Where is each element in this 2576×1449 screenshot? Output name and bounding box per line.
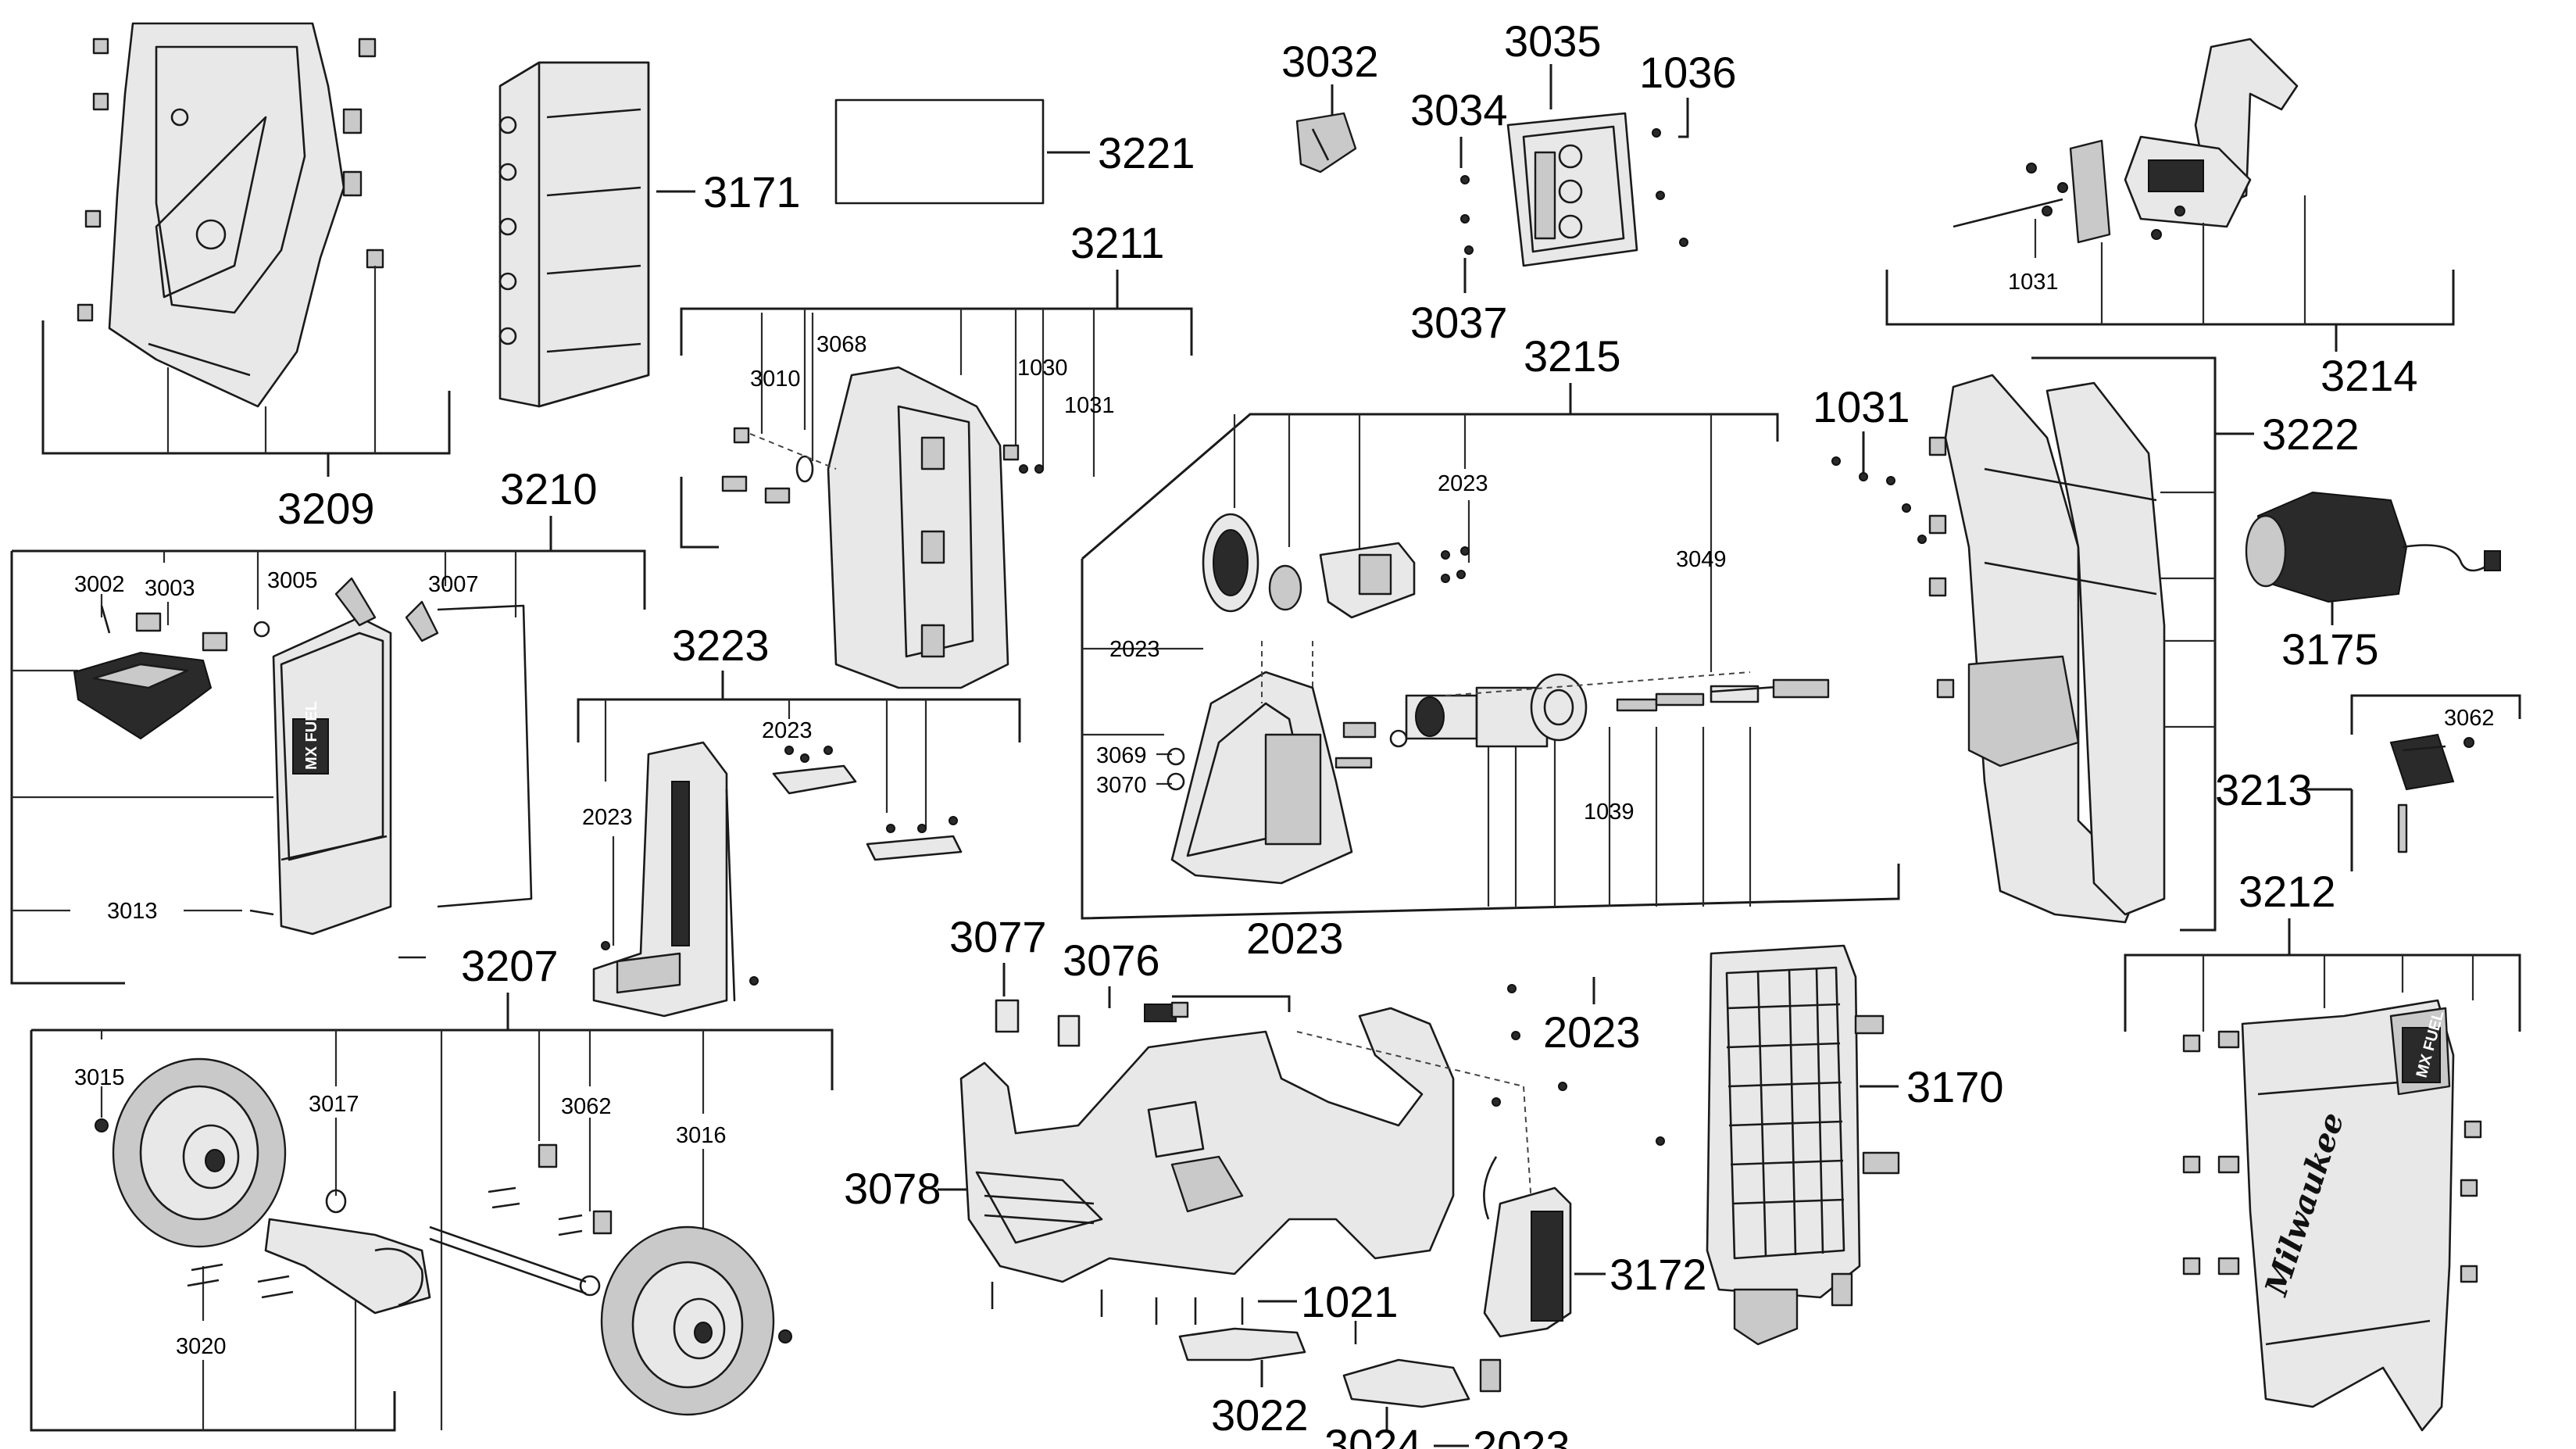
- label-3171: 3171: [703, 167, 801, 216]
- label-3062-b: 3062: [561, 1094, 612, 1119]
- label-3209: 3209: [277, 484, 375, 533]
- label-3077: 3077: [949, 912, 1047, 961]
- label-3002: 3002: [74, 572, 125, 597]
- part-3077-pads: [995, 999, 1081, 1047]
- leader-3212: [2124, 918, 2521, 1032]
- part-3172-duct: [1483, 1156, 1572, 1338]
- label-1021: 1021: [1301, 1277, 1399, 1326]
- label-3211: 3211: [1070, 218, 1164, 267]
- label-3017: 3017: [309, 1092, 359, 1117]
- part-3214-control-assembly: [1953, 38, 2299, 244]
- part-3213-latch: [2389, 733, 2474, 853]
- label-3214: 3214: [2321, 351, 2418, 400]
- leader-3209: [41, 266, 451, 477]
- part-3035-switch-box: [1460, 112, 1688, 267]
- label-3020: 3020: [176, 1334, 227, 1359]
- part-3024-plate: [1342, 1358, 1502, 1408]
- label-3022: 3022: [1211, 1390, 1309, 1440]
- leader-3214: [1885, 195, 2455, 352]
- part-3032-bracket: [1295, 112, 1357, 174]
- label-2023-a: 2023: [1438, 471, 1488, 496]
- part-3221-label: [834, 98, 1045, 205]
- label-3016: 3016: [676, 1123, 727, 1148]
- label-3222: 3222: [2262, 410, 2360, 459]
- badge-3210-mx-fuel: MX FUEL: [303, 701, 320, 770]
- leader-3222: [2031, 356, 2254, 932]
- label-3172: 3172: [1610, 1250, 1707, 1299]
- label-1030: 1030: [1017, 356, 1068, 381]
- label-2023-g: 2023: [1473, 1422, 1570, 1449]
- part-3170-radiator: [1706, 944, 1900, 1346]
- part-3078-base-frame: [959, 984, 1665, 1344]
- part-3209-housing-panel: [77, 22, 384, 408]
- label-3076: 3076: [1063, 936, 1160, 985]
- label-3007: 3007: [428, 572, 479, 597]
- leader-3215: [1081, 383, 1900, 920]
- label-3175: 3175: [2281, 624, 2379, 674]
- leader-3211: [680, 270, 1193, 549]
- label-3024: 3024: [1324, 1420, 1422, 1449]
- part-3223-bracket: [592, 741, 963, 1018]
- label-2023-e: 2023: [1246, 914, 1344, 963]
- label-3037: 3037: [1410, 298, 1508, 347]
- label-1031-b: 1031: [1064, 393, 1115, 418]
- part-3210-front-panel: [73, 577, 533, 959]
- label-3070: 3070: [1096, 773, 1147, 798]
- label-3015: 3015: [74, 1065, 125, 1090]
- label-3005: 3005: [267, 568, 318, 593]
- leader-3223: [577, 671, 1021, 946]
- leader-3210: [10, 516, 646, 985]
- label-3210: 3210: [500, 464, 598, 513]
- label-2023-d: 2023: [582, 805, 633, 830]
- label-3213: 3213: [2215, 765, 2313, 814]
- part-3175-motor: [2245, 491, 2501, 603]
- label-3003: 3003: [145, 576, 195, 601]
- label-3049: 3049: [1676, 547, 1727, 572]
- label-3170: 3170: [1906, 1062, 2004, 1111]
- part-3222-side-panel: [1831, 374, 2166, 924]
- part-3171-battery-housing: [498, 61, 650, 408]
- part-3207-wheels-axle: [95, 1057, 792, 1416]
- label-3069: 3069: [1096, 743, 1147, 768]
- label-2023-f: 2023: [1543, 1007, 1641, 1057]
- label-3013: 3013: [107, 899, 158, 924]
- label-3221: 3221: [1098, 128, 1195, 177]
- label-3078: 3078: [844, 1164, 941, 1213]
- label-1031-a: 1031: [2008, 270, 2059, 295]
- label-2023-b: 2023: [1109, 637, 1160, 662]
- label-1031-c: 1031: [1813, 382, 1910, 431]
- part-3076-connector: [1144, 1001, 1189, 1022]
- label-3032: 3032: [1281, 37, 1379, 86]
- label-3035: 3035: [1504, 16, 1602, 66]
- label-2023-c: 2023: [762, 718, 813, 743]
- label-3212: 3212: [2238, 867, 2336, 916]
- label-1036: 1036: [1639, 48, 1737, 97]
- label-3207: 3207: [461, 941, 559, 990]
- label-3062-a: 3062: [2444, 706, 2495, 731]
- label-3215: 3215: [1524, 331, 1621, 381]
- label-3010: 3010: [750, 367, 801, 392]
- part-3022-plate: [1178, 1327, 1306, 1361]
- leader-3213: [2305, 694, 2521, 871]
- part-3215-pump-components: [1167, 513, 1830, 885]
- part-3211-handle: [721, 366, 1044, 689]
- label-1039: 1039: [1584, 800, 1635, 825]
- label-3034: 3034: [1410, 85, 1508, 134]
- label-3068: 3068: [816, 332, 867, 357]
- leader-3207: [30, 993, 834, 1432]
- label-3223: 3223: [672, 621, 770, 670]
